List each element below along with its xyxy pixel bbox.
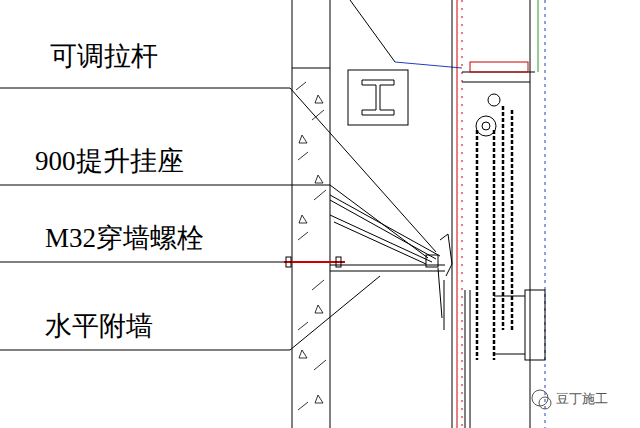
part-label: M32穿墙螺栓 <box>45 222 204 254</box>
part-label: 900提升挂座 <box>35 145 184 177</box>
part-label: 可调拉杆 <box>50 40 158 72</box>
watermark: 豆丁施工 <box>556 391 608 407</box>
part-label: 水平附墙 <box>45 310 153 342</box>
